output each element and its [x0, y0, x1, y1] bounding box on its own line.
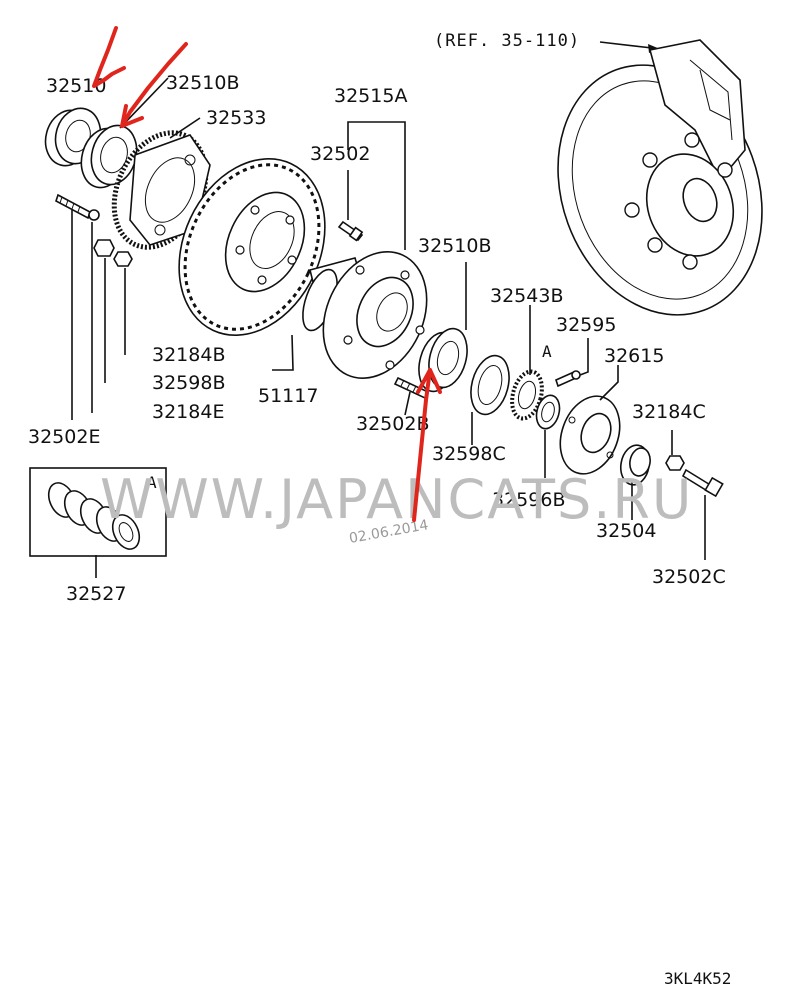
nut-32598B	[93, 239, 115, 257]
red-annotations	[92, 26, 442, 522]
red-annotation-arrow-3	[412, 368, 432, 522]
label-32510b-top: 32510B	[166, 72, 239, 94]
label-32595: 32595	[556, 314, 616, 336]
inset-box	[29, 467, 167, 557]
label-32598b: 32598B	[152, 372, 225, 394]
label-32184c: 32184C	[632, 401, 706, 423]
label-32184e: 32184E	[152, 401, 224, 423]
hub-32515A	[302, 251, 428, 379]
label-32504: 32504	[596, 520, 656, 542]
washer-32184B	[113, 251, 133, 267]
watermark: WWW.JAPANCATS.RU	[100, 468, 693, 531]
bolt-32502C	[681, 468, 724, 498]
bolt-32502	[337, 220, 364, 242]
label-32510b-right: 32510B	[418, 235, 491, 257]
lock-washer-32543B	[510, 369, 544, 421]
label-51117: 51117	[258, 385, 318, 407]
label-32510: 32510	[46, 75, 106, 97]
diagram-code: 3KL4K52	[664, 969, 731, 988]
red-annotation-arrow-1	[92, 26, 126, 88]
brake-disc-51117	[178, 158, 326, 336]
screw-32595	[555, 370, 581, 388]
label-32515a: 32515A	[334, 85, 407, 107]
nut-32598C	[470, 354, 510, 416]
inset-letter-a: A	[147, 473, 157, 492]
washer-32184C	[665, 455, 685, 471]
label-32543b: 32543B	[490, 285, 563, 307]
bearing-32510B-inner	[418, 327, 468, 393]
brake-disc-assembly	[557, 39, 763, 316]
label-32502b: 32502B	[356, 413, 429, 435]
washer-32184E	[88, 209, 100, 221]
bolt-32502E	[55, 193, 91, 220]
label-32533: 32533	[206, 107, 266, 129]
label-32502e: 32502E	[28, 426, 100, 448]
label-32615: 32615	[604, 345, 664, 367]
label-32184b: 32184B	[152, 344, 225, 366]
red-annotation-arrow-2	[120, 42, 188, 128]
cap-32615	[559, 395, 621, 475]
red-annotation-arrowhead-2	[120, 104, 144, 128]
red-annotation-arrowhead-3	[416, 368, 442, 394]
ref-note: (REF. 35-110)	[434, 31, 580, 51]
label-32502: 32502	[310, 143, 370, 165]
leader-lines	[71, 77, 706, 578]
label-32527: 32527	[66, 583, 126, 605]
shim-set-32527	[47, 482, 141, 550]
ref-arrow	[599, 41, 653, 49]
label-32502c: 32502C	[652, 566, 726, 588]
callout-letter-a: A	[542, 342, 552, 361]
label-32596b: 32596B	[492, 489, 565, 511]
label-32598c: 32598C	[432, 443, 506, 465]
ring-32596B	[535, 394, 561, 430]
